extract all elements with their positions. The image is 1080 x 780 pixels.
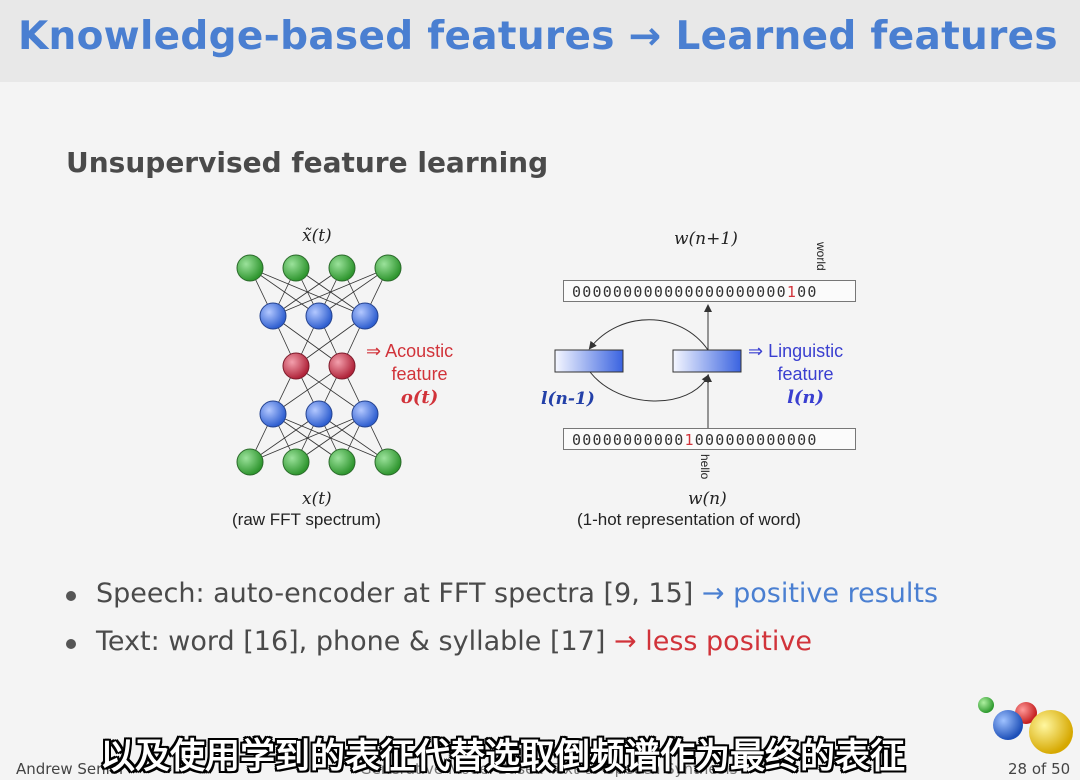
arrow-icon: → — [613, 626, 637, 657]
linguistic-feature-label: ⇒ Linguistic feature l(n) — [748, 340, 843, 409]
input-layer — [236, 448, 402, 476]
linguistic-feature-line1: ⇒ Linguistic — [748, 341, 844, 361]
bullet-highlight: positive results — [733, 578, 939, 609]
bottom-vector-zeros: 00000000000 — [572, 431, 685, 449]
linguistic-feature-line2: feature — [777, 364, 834, 384]
input-label: x(t) — [302, 489, 332, 509]
prev-linguistic-feature-box — [554, 349, 624, 373]
video-subtitle: 以及使用学到的表征代替选取倒频谱作为最终的表征 — [100, 737, 906, 777]
current-word-one-hot-vector: 000000000001000000000000 — [563, 428, 856, 450]
next-word-one-hot-vector: 000000000000000000000100 — [563, 280, 856, 302]
cur-linguistic-feature-box — [672, 349, 742, 373]
next-word-label: w(n+1) — [674, 229, 738, 249]
acoustic-feature-line2: feature — [391, 364, 448, 384]
recurrence-arrows — [554, 304, 742, 428]
bottleneck-layer — [282, 352, 356, 380]
top-vector-zeros: 000000000000000000000 — [572, 283, 787, 301]
top-word-label: world — [814, 242, 828, 271]
linguistic-feature-symbol: l(n) — [787, 387, 825, 408]
bottom-vector-one: 1 — [684, 431, 695, 449]
logo-balls-icon — [978, 697, 1073, 754]
bullet-text: Speech: auto-encoder at FFT spectra [9, … — [96, 578, 938, 609]
bullet-body: Speech: auto-encoder at FFT spectra [9, … — [96, 578, 702, 609]
left-caption: (raw FFT spectrum) — [232, 510, 381, 529]
acoustic-feature-label: ⇒ Acoustic feature o(t) — [366, 340, 453, 409]
acoustic-feature-line1: ⇒ Acoustic — [366, 341, 454, 361]
bullet-highlight: less positive — [645, 626, 812, 657]
bottom-word-label: hello — [698, 454, 712, 480]
top-vector-one: 1 — [786, 283, 798, 301]
output-layer — [236, 254, 402, 282]
encoder-hidden-layer — [259, 302, 379, 330]
page-number: 28 of 50 — [1008, 760, 1071, 778]
right-caption: (1-hot representation of word) — [577, 510, 801, 529]
acoustic-feature-symbol: o(t) — [400, 387, 439, 408]
reconstructed-input-label: x̃(t) — [302, 226, 332, 246]
bullet-text: Text: word [16], phone & syllable [17] →… — [96, 626, 812, 657]
top-vector-tail: 00 — [797, 283, 818, 301]
current-word-label: w(n) — [688, 489, 727, 509]
footer-title: Generative Model-Based Text-to-Speech Sy… — [360, 760, 738, 778]
slide-header: Knowledge-based features → Learned featu… — [0, 0, 1080, 82]
autoencoder-diagram — [236, 254, 402, 476]
arrow-icon: → — [701, 578, 725, 609]
decoder-hidden-layer — [259, 400, 379, 428]
bottom-vector-tail: 000000000000 — [694, 431, 818, 449]
bullet-body: Text: word [16], phone & syllable [17] — [96, 626, 614, 657]
prev-feature-label: l(n-1) — [541, 389, 595, 409]
footer-author: Andrew Senior — [16, 760, 126, 778]
slide-title: Knowledge-based features → Learned featu… — [18, 14, 1058, 59]
section-subtitle: Unsupervised feature learning — [66, 146, 549, 179]
bullet-dot — [66, 591, 76, 601]
bullet-dot — [66, 639, 76, 649]
